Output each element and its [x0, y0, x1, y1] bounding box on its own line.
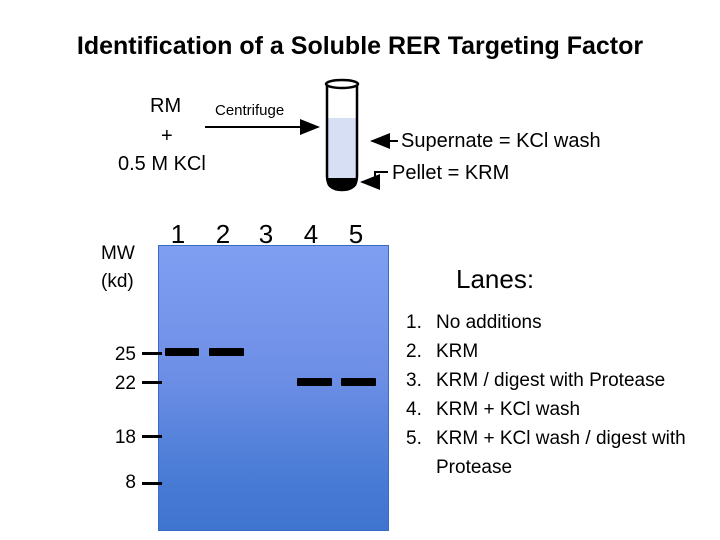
- band-lane-4: [297, 378, 332, 386]
- mw-label: MW: [101, 243, 135, 265]
- list-item-text: No additions: [436, 308, 716, 337]
- list-item: 3. KRM / digest with Protease: [406, 366, 716, 395]
- gel-image: [158, 245, 389, 531]
- list-item: 5. KRM + KCl wash / digest with Protease: [406, 424, 716, 482]
- list-item: 2. KRM: [406, 337, 716, 366]
- list-item-number: 2.: [406, 337, 436, 366]
- mw-marker-label: 25: [96, 344, 136, 366]
- list-item-text: KRM / digest with Protease: [436, 366, 716, 395]
- mw-marker-tick: [142, 435, 162, 438]
- list-item-number: 4.: [406, 395, 436, 424]
- supernate-label: Supernate = KCl wash: [401, 130, 601, 153]
- lanes-list: 1. No additions 2. KRM 3. KRM / digest w…: [406, 308, 716, 482]
- mw-marker-label: 8: [96, 472, 136, 494]
- centrifuge-tube-icon: [326, 80, 358, 190]
- mw-marker-tick: [142, 352, 162, 355]
- list-item-text: KRM + KCl wash / digest with Protease: [436, 424, 716, 482]
- mw-marker-label: 18: [96, 427, 136, 449]
- pellet-label: Pellet = KRM: [392, 162, 509, 185]
- list-item-text: KRM: [436, 337, 716, 366]
- mw-marker-tick: [142, 482, 162, 485]
- mw-marker-label: 22: [96, 373, 136, 395]
- band-lane-2: [209, 348, 244, 356]
- lanes-heading: Lanes:: [456, 264, 534, 295]
- list-item-text: KRM + KCl wash: [436, 395, 716, 424]
- band-lane-5: [341, 378, 376, 386]
- pellet-arrow: [362, 172, 388, 182]
- band-lane-1: [165, 348, 199, 356]
- list-item-number: 5.: [406, 424, 436, 482]
- mw-unit-label: (kd): [101, 271, 134, 293]
- mw-marker-tick: [142, 381, 162, 384]
- list-item-number: 1.: [406, 308, 436, 337]
- list-item-number: 3.: [406, 366, 436, 395]
- list-item: 1. No additions: [406, 308, 716, 337]
- list-item: 4. KRM + KCl wash: [406, 395, 716, 424]
